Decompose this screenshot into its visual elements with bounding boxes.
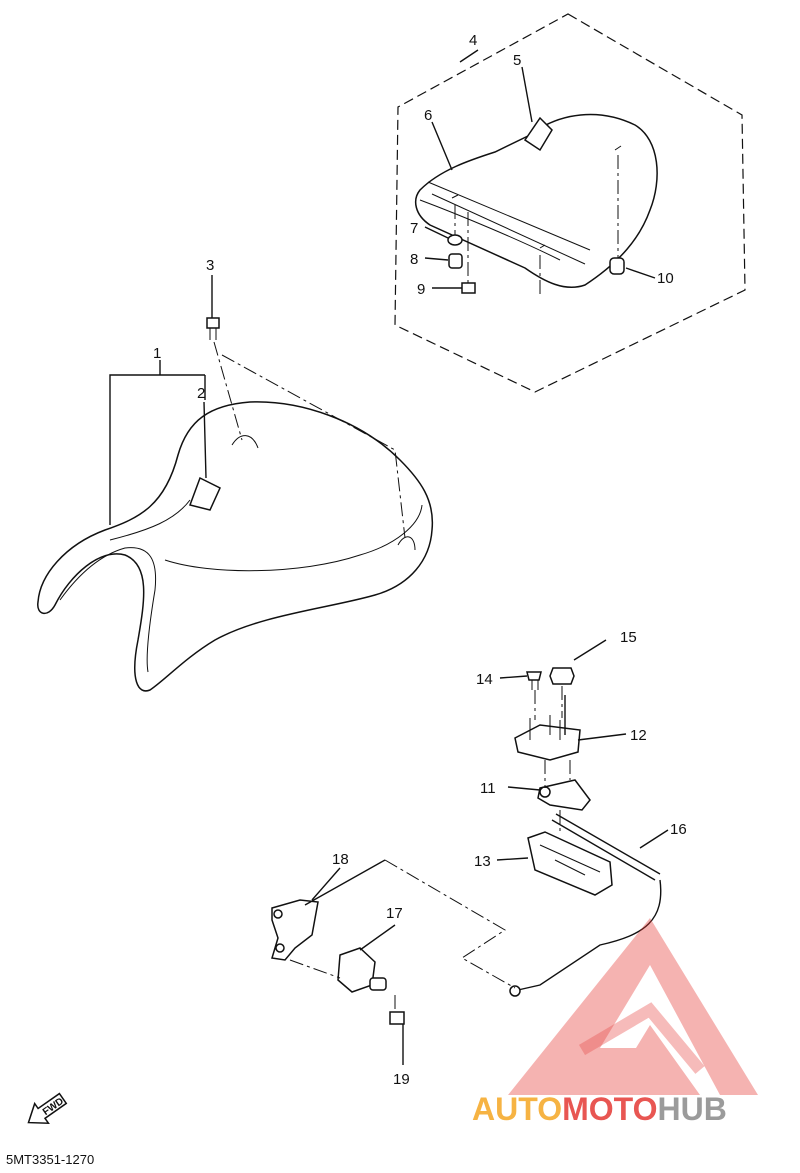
callout-7: 7 bbox=[410, 220, 418, 237]
watermark-moto: MOTO bbox=[562, 1091, 657, 1127]
lock-base bbox=[527, 831, 613, 896]
callout-2: 2 bbox=[197, 385, 205, 402]
diagram-code: 5MT3351-1270 bbox=[6, 1152, 94, 1167]
watermark-hub: HUB bbox=[657, 1091, 726, 1127]
callout-15: 15 bbox=[620, 629, 637, 646]
rear-seat-dashed-outline bbox=[394, 13, 746, 393]
lock-bracket bbox=[514, 724, 581, 761]
callout-17: 17 bbox=[386, 905, 403, 922]
callout-6: 6 bbox=[424, 107, 432, 124]
callout-4: 4 bbox=[469, 32, 477, 49]
callout-9: 9 bbox=[417, 281, 425, 298]
nut-15 bbox=[549, 667, 575, 685]
nut bbox=[448, 253, 463, 269]
callout-5: 5 bbox=[513, 52, 521, 69]
front-seat-tab bbox=[189, 476, 221, 511]
callout-14: 14 bbox=[476, 671, 493, 688]
key-lock-group bbox=[271, 859, 516, 1065]
lock-lever bbox=[537, 779, 591, 811]
callout-labels: 1 2 3 4 5 6 7 8 9 10 11 12 13 14 15 16 1… bbox=[153, 32, 687, 1088]
washer bbox=[447, 234, 463, 246]
watermark-auto: AUTO bbox=[472, 1091, 562, 1127]
callout-10: 10 bbox=[657, 270, 674, 287]
rear-seat-group bbox=[394, 13, 746, 393]
callout-16: 16 bbox=[670, 821, 687, 838]
rear-seat-tab bbox=[523, 116, 553, 152]
front-seat-group bbox=[37, 275, 434, 692]
callout-11: 11 bbox=[480, 780, 496, 797]
callout-18: 18 bbox=[332, 851, 349, 868]
watermark-text: AUTOMOTOHUB bbox=[472, 1091, 727, 1127]
seat-lock-group bbox=[496, 639, 669, 997]
rear-seat bbox=[414, 113, 658, 289]
logo-triangle-mark bbox=[508, 918, 758, 1095]
bolt-9 bbox=[461, 282, 476, 294]
damper bbox=[609, 257, 625, 275]
watermark-logo: AUTOMOTOHUB bbox=[472, 918, 758, 1127]
front-seat bbox=[37, 401, 434, 692]
callout-19: 19 bbox=[393, 1071, 410, 1088]
bolt-19 bbox=[389, 1011, 405, 1025]
screw-14 bbox=[526, 671, 542, 681]
callout-8: 8 bbox=[410, 251, 418, 268]
callout-13: 13 bbox=[474, 853, 491, 870]
callout-3: 3 bbox=[206, 257, 214, 274]
fwd-arrow: FWD bbox=[27, 1092, 68, 1125]
seat-lock-cable bbox=[517, 813, 662, 991]
callout-1: 1 bbox=[153, 345, 161, 362]
callout-12: 12 bbox=[630, 727, 647, 744]
bolt-3 bbox=[206, 317, 220, 329]
